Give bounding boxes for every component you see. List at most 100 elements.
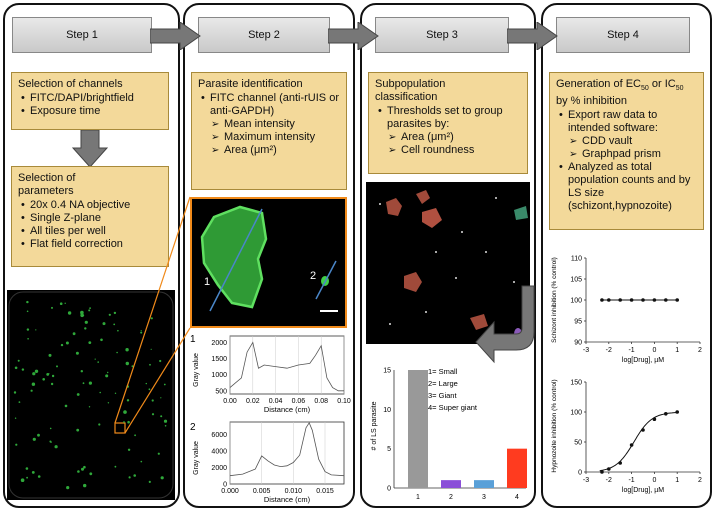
parasite-dot [89, 307, 91, 309]
data-point [600, 298, 604, 302]
x-tick-label: 0.06 [292, 398, 306, 405]
y-tick-label: 110 [571, 256, 582, 263]
parameters-heading: Selection of parameters [18, 172, 76, 197]
y-tick-label: 150 [570, 380, 582, 387]
parasite-dot [148, 388, 151, 391]
data-point [675, 410, 679, 414]
step3-bar: Step 3 [375, 17, 509, 53]
parasite-dot [133, 474, 136, 477]
parasite-dot [160, 397, 162, 399]
parasite-dot [128, 476, 131, 479]
schizont-xlabel: log[Drug], µM [622, 357, 664, 364]
parasite-dot [54, 445, 58, 449]
y-tick-label: 100 [570, 410, 582, 417]
parasite-dot [94, 358, 96, 360]
schizont-chart: Schizont inhibition (% control) 90951001… [551, 256, 702, 365]
x-tick-label: 0.005 [253, 488, 271, 495]
parasite-dot [97, 361, 99, 363]
data-point [664, 298, 668, 302]
y-tick-label: 6000 [211, 432, 227, 439]
identification-sub: Mean intensity [211, 118, 340, 131]
legend-item: 1= Small [428, 367, 458, 376]
hypnozoite-chart: Hypnozoite inhibition (% control) 050100… [551, 379, 702, 494]
parasite-dot [123, 421, 125, 423]
parasite-dot [100, 338, 103, 342]
parasite-dot [117, 329, 119, 332]
parasite-dot [150, 348, 152, 350]
parasite-dot [105, 374, 109, 378]
channels-box: Selection of channels FITC/DAPI/brightfi… [11, 72, 169, 130]
data-point [600, 470, 604, 474]
parasite-dot [31, 382, 36, 386]
parasite-dot [76, 393, 80, 396]
plot2-ylabel: Gray value [193, 441, 200, 475]
parasite-dot [30, 389, 33, 392]
curved-arrow-icon [475, 285, 535, 364]
parasite-dot [127, 420, 130, 424]
x-tick-label: 0.08 [314, 398, 328, 405]
parasite-dot [134, 434, 136, 437]
parasite-dot [21, 368, 25, 371]
y-tick-label: 500 [215, 388, 227, 395]
x-tick-label: -2 [606, 477, 612, 484]
bar [441, 480, 461, 488]
parasite-dot [98, 423, 101, 426]
x-tick-label: 1 [675, 347, 679, 354]
parasite-dot [149, 363, 151, 366]
parasite-dot [114, 392, 117, 394]
x-tick-label: 0 [652, 347, 656, 354]
parasite-dot [26, 310, 29, 313]
parasite-dot [26, 328, 30, 331]
line-label-1: 1 [204, 276, 210, 288]
parasite-dot [160, 476, 164, 480]
parasite-dot [37, 433, 40, 437]
legend-item: 3= Giant [428, 391, 457, 400]
parasite-dot [60, 343, 64, 347]
parameters-box: Selection of parameters 20x 0.4 NA objec… [11, 166, 169, 267]
parasite-dot [48, 373, 50, 375]
parasite-dot [13, 391, 17, 394]
channels-heading: Selection of channels [18, 78, 123, 90]
parasite-dot [131, 365, 134, 368]
data-point [652, 298, 657, 302]
parasite-dot [84, 320, 88, 324]
parasite-dot [108, 313, 111, 316]
parameters-bullet: Single Z-plane [21, 212, 162, 225]
y-tick-label: 4000 [211, 448, 227, 455]
step4-bar: Step 4 [556, 17, 690, 53]
parasite-dot [14, 366, 18, 370]
parasite-dot [49, 440, 52, 443]
plot2-number: 2 [190, 422, 196, 433]
y-tick-label: 90 [574, 340, 582, 347]
parasite-dot [42, 378, 45, 381]
parasite-dot [148, 480, 151, 483]
parasite-dot [113, 323, 116, 326]
plot1-ylabel: Gray value [193, 353, 200, 387]
y-tick-label: 50 [574, 440, 582, 447]
parasite-dot [126, 399, 130, 402]
parasite-dot [66, 486, 70, 490]
parasite-dot [37, 475, 41, 478]
y-tick-label: 1000 [211, 372, 227, 379]
x-tick-label: 1 [416, 494, 420, 501]
classification-bullet: Thresholds set to group parasites by: [378, 105, 521, 131]
parasite-dot [20, 478, 25, 482]
parameters-bullet: 20x 0.4 NA objective [21, 199, 162, 212]
parasite-dot [125, 361, 129, 366]
parasite-dot [64, 404, 68, 408]
x-tick-label: 4 [515, 494, 519, 501]
data-point [629, 298, 634, 302]
parasite-dot [116, 351, 118, 354]
y-tick-label: 15 [383, 368, 391, 375]
classification-box: Subpopulation classification Thresholds … [368, 72, 528, 174]
parasite-dot [114, 465, 117, 468]
y-tick-label: 5 [387, 446, 391, 453]
classification-sub: Cell roundness [388, 144, 521, 157]
parasite-dot [145, 382, 147, 385]
x-tick-label: 1 [675, 477, 679, 484]
step1-bar: Step 1 [12, 17, 152, 53]
generation-bullet: Export raw data to intended software: [559, 109, 697, 135]
classification-heading: Subpopulation classification [375, 78, 446, 103]
